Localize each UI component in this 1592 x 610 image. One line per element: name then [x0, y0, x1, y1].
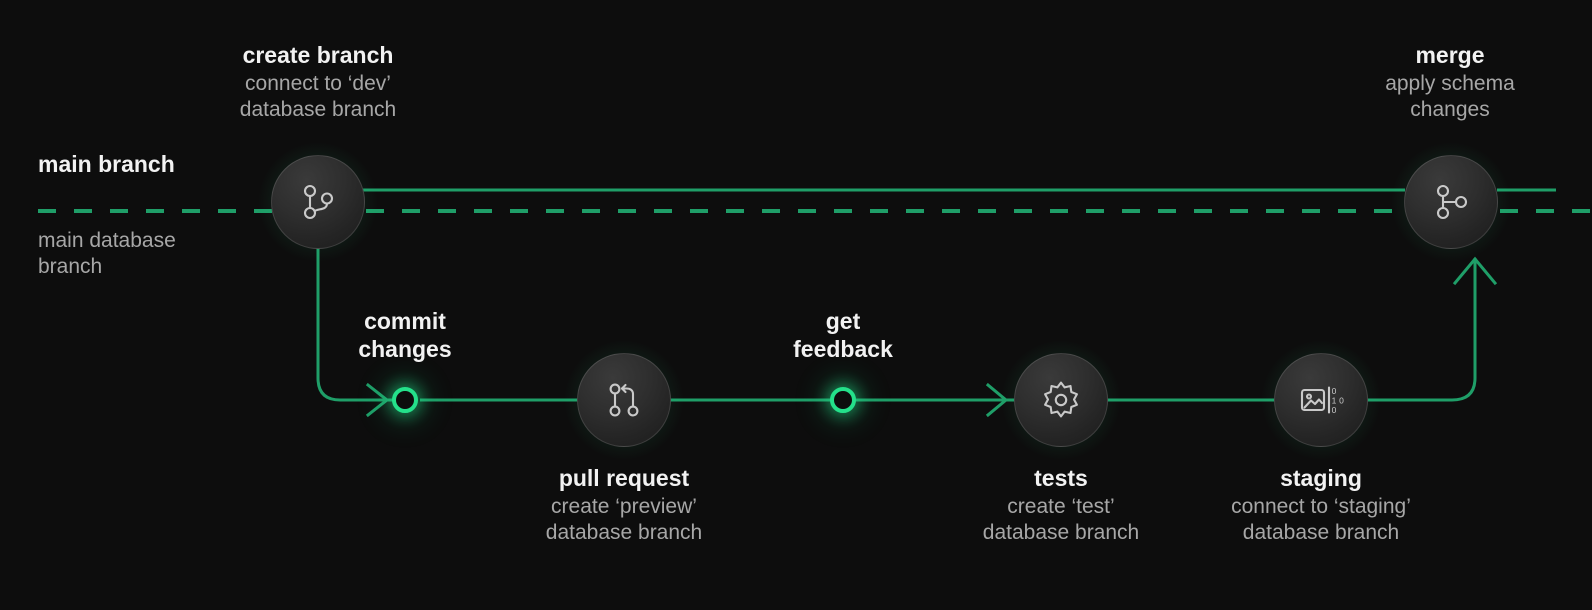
- gear-icon: [1038, 377, 1084, 423]
- node-merge[interactable]: [1404, 155, 1498, 249]
- svg-text:0: 0: [1332, 386, 1337, 396]
- get-feedback-title: get feedback: [793, 308, 893, 363]
- line-staging-to-merge: [1368, 258, 1477, 402]
- commit-changes-label: commit changes: [305, 307, 505, 363]
- pull-request-subtitle: create ‘preview’ database branch: [545, 495, 703, 544]
- git-pull-request-icon: [601, 377, 647, 423]
- arrowhead-to-tests: [985, 382, 1009, 418]
- pull-request-label: pull request create ‘preview’ database b…: [474, 464, 774, 545]
- create-branch-subtitle: connect to ‘dev’ database branch: [239, 72, 397, 121]
- svg-text:0: 0: [1339, 396, 1344, 406]
- arrowhead-to-commit: [365, 382, 390, 418]
- node-commit-changes[interactable]: [392, 387, 418, 413]
- staging-title: staging: [1280, 465, 1362, 491]
- svg-text:0: 0: [1332, 405, 1337, 415]
- get-feedback-label: get feedback: [743, 307, 943, 363]
- node-get-feedback[interactable]: [830, 387, 856, 413]
- svg-text:1: 1: [1332, 396, 1337, 406]
- merge-subtitle: apply schema changes: [1385, 72, 1515, 121]
- git-merge-icon: [1428, 179, 1474, 225]
- tests-label: tests create ‘test’ database branch: [911, 464, 1211, 545]
- main-branch-title: main branch: [38, 151, 175, 177]
- commit-changes-title: commit changes: [358, 308, 452, 363]
- main-database-branch-label: main database branch: [38, 226, 176, 279]
- merge-title: merge: [1415, 42, 1485, 68]
- node-pull-request[interactable]: [577, 353, 671, 447]
- arrowhead-to-merge: [1452, 256, 1498, 286]
- staging-label: staging connect to ‘staging’ database br…: [1171, 464, 1471, 545]
- create-branch-title: create branch: [242, 42, 394, 68]
- merge-label: merge apply schema changes: [1300, 41, 1592, 122]
- create-branch-label: create branch connect to ‘dev’ database …: [168, 41, 468, 122]
- staging-subtitle: connect to ‘staging’ database branch: [1231, 495, 1411, 544]
- tests-title: tests: [1034, 465, 1088, 491]
- node-staging[interactable]: 0 1 0 0: [1274, 353, 1368, 447]
- main-branch-label: main branch: [38, 150, 175, 178]
- pull-request-title: pull request: [558, 465, 690, 491]
- node-create-branch[interactable]: [271, 155, 365, 249]
- image-data-icon: 0 1 0 0: [1297, 377, 1345, 423]
- node-tests[interactable]: [1014, 353, 1108, 447]
- git-branch-icon: [295, 179, 341, 225]
- main-database-branch-text: main database branch: [38, 229, 176, 278]
- tests-subtitle: create ‘test’ database branch: [982, 495, 1140, 544]
